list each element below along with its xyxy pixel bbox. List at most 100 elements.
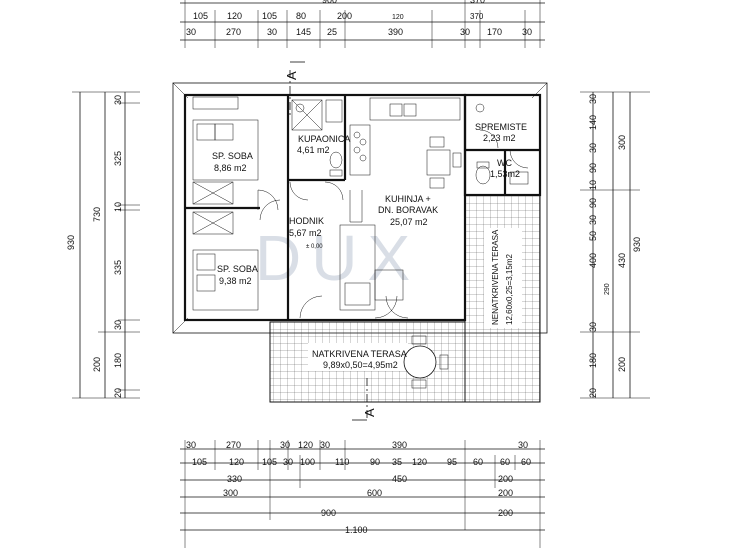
dim-bot-120b: 120	[412, 457, 427, 467]
dim-left-335: 335	[113, 260, 123, 275]
dim-top-390: 390	[388, 27, 403, 37]
dim-top-270: 270	[226, 27, 241, 37]
dim-top-30a: 30	[186, 27, 196, 37]
dim-right-290: 290	[604, 283, 611, 295]
dim-left-10: 10	[113, 202, 123, 212]
bedroom1-area: 8,86 m2	[214, 163, 247, 173]
dim-right-930: 930	[632, 237, 642, 252]
dim-bot-200a: 200	[498, 474, 513, 484]
dim-bot-300: 300	[223, 488, 238, 498]
watermark: DUX	[255, 222, 420, 294]
dim-top-170: 170	[487, 27, 502, 37]
dim-top-30d: 30	[522, 27, 532, 37]
terrace-chair	[411, 379, 427, 389]
covered-terrace-area: 9,89x0,50=4,95m2	[323, 360, 398, 370]
dim-right-200: 200	[617, 357, 627, 372]
dim-bot-30b: 30	[280, 440, 290, 450]
dim-bot-95: 95	[447, 457, 457, 467]
storage-name: SPREMISTE	[475, 122, 527, 132]
dim-left-730: 730	[92, 207, 102, 222]
terrace-chair	[439, 354, 449, 370]
bathroom-name: KUPAONICA	[298, 134, 350, 144]
dim-bot-30e: 30	[283, 457, 293, 467]
right-dimensions: 30 140 30 90 10 90 30 50 400 290 30 180 …	[580, 91, 650, 399]
dim-right-90b: 90	[588, 198, 598, 208]
dim-bot-30d: 30	[518, 440, 528, 450]
dim-right-400: 400	[588, 253, 598, 268]
dim-right-90a: 90	[588, 163, 598, 173]
dim-top-120b: 120	[392, 14, 404, 21]
storage-wc-fixtures	[475, 103, 529, 185]
dim-right-430: 430	[617, 253, 627, 268]
dim-left-325: 325	[113, 151, 123, 166]
bathroom-fixtures	[291, 99, 343, 177]
dim-top-30c: 30	[460, 27, 470, 37]
dim-left-30b: 30	[113, 320, 123, 330]
terrace-table	[403, 345, 437, 379]
dim-top-900: 900	[322, 0, 337, 5]
dim-bot-100: 100	[300, 457, 315, 467]
section-mark-bottom: A	[362, 408, 377, 417]
dim-bot-390: 390	[392, 440, 407, 450]
dim-bot-200b: 200	[498, 488, 513, 498]
top-dimensions: 900 370 105 120 105 80 200 120 370 30 27…	[180, 0, 545, 48]
dim-bot-30c: 30	[320, 440, 330, 450]
kitchen-name2: DN. BORAVAK	[378, 205, 438, 215]
dim-bot-110: 110	[335, 457, 349, 467]
dim-top-370b: 370	[470, 12, 484, 21]
bathroom-area: 4,61 m2	[297, 145, 330, 155]
dim-bot-450: 450	[392, 474, 407, 484]
section-mark-top: A	[284, 71, 299, 80]
terrace-label-bg	[308, 343, 408, 371]
dim-top-30b: 30	[267, 27, 277, 37]
kitchen-name: KUHINJA +	[385, 194, 431, 204]
dim-right-30a: 30	[588, 94, 598, 104]
terrace-chair	[411, 335, 427, 345]
dim-right-180: 180	[588, 353, 598, 368]
side-terrace-label-bg	[484, 228, 522, 328]
dim-right-140: 140	[588, 115, 598, 130]
hallway-area: 5,67 m2	[289, 228, 322, 238]
wc-area: 1,53m2	[490, 169, 520, 179]
dim-bot-270: 270	[226, 440, 241, 450]
hallway-level: ± 0,00	[306, 244, 323, 250]
dim-top-80: 80	[296, 11, 306, 21]
dim-right-20: 20	[588, 388, 598, 398]
bedroom2-area: 9,38 m2	[219, 276, 252, 286]
dim-left-180: 180	[113, 353, 123, 368]
dim-right-30d: 30	[588, 322, 598, 332]
kitchen-area: 25,07 m2	[390, 217, 428, 227]
dim-bot-30a: 30	[186, 440, 196, 450]
dim-right-30c: 30	[588, 215, 598, 225]
dim-bot-90: 90	[370, 457, 380, 467]
dim-bot-120: 120	[298, 440, 313, 450]
dim-bot-60b: 60	[500, 457, 510, 467]
dim-top-370: 370	[470, 0, 485, 5]
dim-top-25: 25	[327, 27, 337, 37]
storage-area: 2,23 m2	[483, 133, 516, 143]
dim-bot-60c: 60	[521, 457, 531, 467]
dim-right-10: 10	[588, 180, 598, 190]
dim-top-120a: 120	[227, 11, 242, 21]
wc-name: WC	[497, 158, 512, 168]
side-terrace-name: NENATKRIVENA TERASA	[491, 229, 500, 325]
hallway-name: HODNIK	[289, 216, 324, 226]
dim-top-145: 145	[296, 27, 311, 37]
dim-top-200: 200	[337, 11, 352, 21]
dim-left-30a: 30	[113, 95, 123, 105]
dim-bot-330: 330	[227, 474, 242, 484]
dim-right-300: 300	[617, 135, 627, 150]
kitchen-furniture	[339, 97, 462, 311]
dim-bot-120a: 120	[229, 457, 244, 467]
dim-bot-105a: 105	[192, 457, 207, 467]
dim-left-20: 20	[113, 388, 123, 398]
dim-top-105a: 105	[193, 11, 208, 21]
bedroom2-furniture	[192, 211, 259, 311]
covered-terrace-name: NATKRIVENA TERASA	[312, 349, 407, 359]
dim-right-30b: 30	[588, 143, 598, 153]
dim-right-50: 50	[588, 231, 598, 241]
dim-bot-105b: 105	[262, 457, 277, 467]
dim-bot-60a: 60	[473, 457, 483, 467]
side-terrace-area: 12,60x0,25=3,15m2	[505, 254, 514, 325]
